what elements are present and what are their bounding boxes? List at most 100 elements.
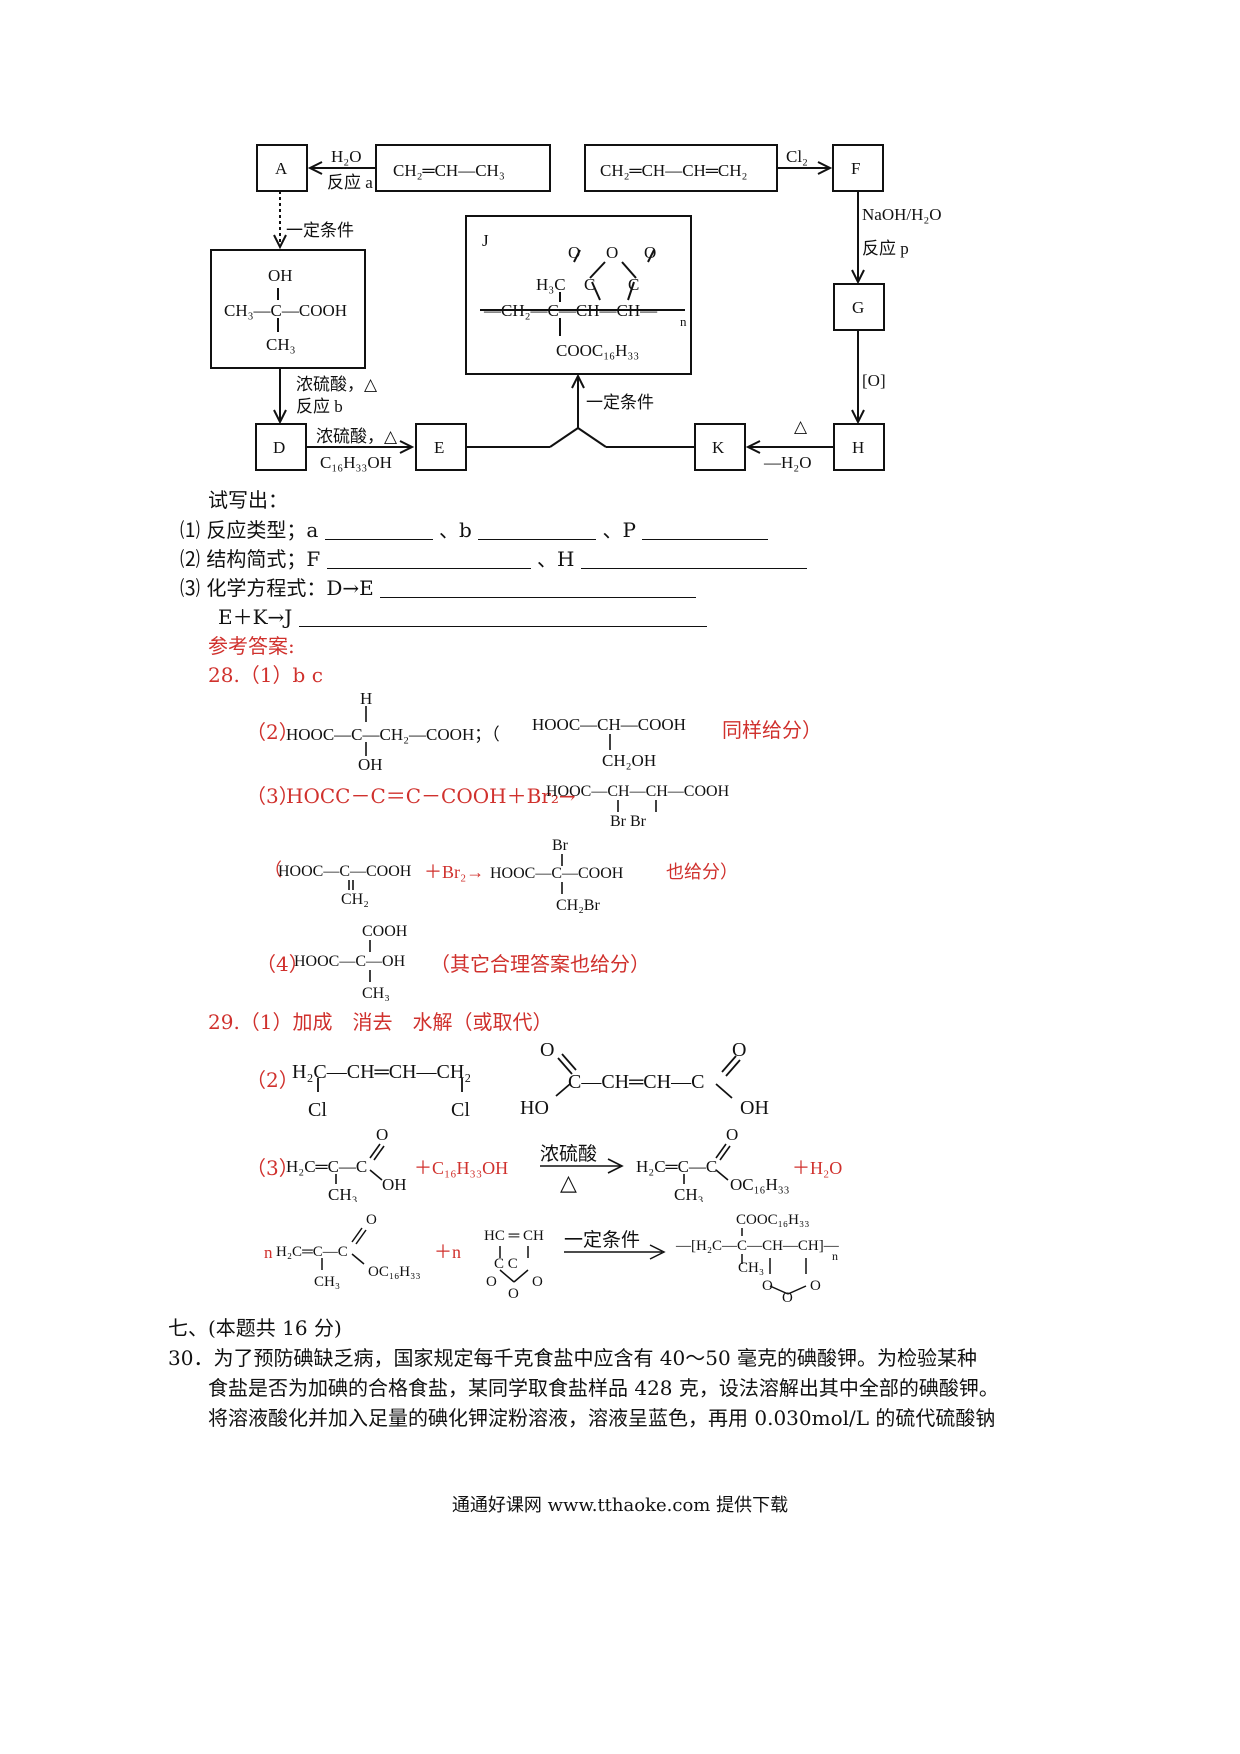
cl-right: Cl <box>451 1099 470 1121</box>
q30-line-3: 将溶液酸化并加入足量的碘化钾淀粉溶液，溶液呈蓝色，再用 0.030mol/L 的… <box>208 1406 996 1430</box>
q3b-label: E＋K→J <box>218 605 293 629</box>
polymer-condition: 一定条件 <box>564 1229 640 1251</box>
condition-2: 一定条件 <box>586 393 654 412</box>
answer-29-3-esterification: H₂C═C—C CH₃ O OH 浓硫酸 △ H₂C═C—C CH₃ O OC₁… <box>286 1125 842 1202</box>
cl-left: Cl <box>308 1099 327 1121</box>
malic-acid-formula: HOOC—C—CH₂—COOH；（ <box>286 725 500 744</box>
box-J <box>465 215 692 375</box>
h2o-reagent: H₂O <box>331 147 361 166</box>
ch3-group-ester: CH₃ <box>674 1185 704 1202</box>
j-c2: C <box>628 275 639 294</box>
answer-29-1: 29.（1）加成 消去 水解（或取代） <box>208 1010 553 1034</box>
label-D: D <box>273 438 285 457</box>
q2-line: ⑵ 结构简式；F 、H <box>180 549 807 569</box>
anhydride-o-right: O <box>532 1274 543 1290</box>
label-G: G <box>852 298 864 317</box>
reaction-p: 反应 p <box>862 239 909 258</box>
answer-28-4-note: （其它合理答案也给分） <box>430 952 650 976</box>
heat-label: △ <box>560 1170 577 1195</box>
polymer-o-mid: O <box>782 1290 793 1302</box>
butadiene-formula: CH₂═CH—CH═CH₂ <box>600 161 747 180</box>
hydroxy-acid: HOOC—C—OH <box>294 953 406 970</box>
j-o3: O <box>644 243 656 262</box>
h2so4-e: 浓硫酸，△ <box>316 427 398 446</box>
ch3-group: CH₃ <box>328 1185 358 1202</box>
alt-note: 也给分） <box>666 862 738 882</box>
answer-28-2-note: 同样给分） <box>722 718 822 742</box>
polymer-o-right: O <box>810 1278 821 1294</box>
page-footer: 通通好课网 www.tthaoke.com 提供下载 <box>451 1495 789 1516</box>
answer-29-2-structures: H₂C—CH═CH—CH₂ Cl Cl O C—CH═CH—C HO O OH <box>292 1039 769 1121</box>
plus-alcohol: ＋C₁₆H₃₃OH <box>414 1158 508 1178</box>
answer-28-4-label: （4） <box>256 952 309 976</box>
catalyst-label: 浓硫酸 <box>540 1143 597 1165</box>
c-oh: OH <box>268 266 293 285</box>
q3-label: ⑶ 化学方程式：D→E <box>180 576 374 600</box>
o-atom: O <box>376 1125 388 1144</box>
monomer-o: O <box>366 1212 377 1228</box>
answer-blank-de[interactable] <box>380 579 697 598</box>
answer-blank-f[interactable] <box>326 550 531 569</box>
br-top: Br <box>552 837 569 854</box>
monomer-ester: H₂C═C—C <box>276 1244 348 1260</box>
br-atoms: Br Br <box>610 813 647 830</box>
ch2-group: CH₂ <box>341 891 369 908</box>
maleic-anhydride: HC ═ CH <box>484 1228 544 1244</box>
monomer-oc16: OC₁₆H₃₃ <box>368 1264 421 1280</box>
c16-alcohol: C₁₆H₃₃OH <box>320 453 392 472</box>
anhydride-cc: C C <box>494 1256 518 1272</box>
section-7-title: 七、(本题共 16 分) <box>168 1316 342 1340</box>
answer-28-2-structures: H HOOC—C—CH₂—COOH；（ OH HOOC—CH—COOH CH₂O… <box>286 689 686 774</box>
j-chain: —CH₂—C—CH—CH— <box>483 301 658 320</box>
j-ester: COOC₁₆H₃₃ <box>556 341 639 360</box>
reaction-scheme: A CH₂═CH—CH₃ CH₂═CH—CH═CH₂ F H₂O 反应 a Cl… <box>210 144 942 472</box>
ch2oh-group: CH₂OH <box>602 751 656 770</box>
plus-water: ＋H₂O <box>792 1158 842 1178</box>
alt-structure: HOOC—CH—COOH <box>532 715 686 734</box>
ch2br-group: CH₂Br <box>556 897 600 914</box>
intro-text: 试写出： <box>208 488 288 512</box>
propene-formula: CH₂═CH—CH₃ <box>393 161 505 180</box>
answer-blank-h[interactable] <box>580 550 807 569</box>
q1-label: ⑴ 反应类型；a <box>180 518 319 542</box>
alt-plus-br2: ＋Br₂→ <box>424 862 484 882</box>
h2so4-b: 浓硫酸，△ <box>296 375 378 394</box>
methylene-malonic: HOOC—C—COOH <box>278 863 412 880</box>
label-J: J <box>482 231 489 250</box>
answer-29-2-label: （2） <box>246 1068 299 1092</box>
reaction-a: 反应 a <box>327 173 373 192</box>
f-structure: H₂C—CH═CH—CH₂ <box>292 1061 471 1083</box>
polymer-n: n <box>832 1249 838 1263</box>
o-atom-ester: O <box>726 1125 738 1144</box>
c-ch3: CH₃ <box>266 335 296 354</box>
answer-blank-a[interactable] <box>324 521 433 540</box>
q3-line: ⑶ 化学方程式：D→E <box>180 576 697 600</box>
label-H: H <box>852 438 864 457</box>
ch3-bottom: CH₃ <box>362 985 390 1002</box>
oh-group-right: OH <box>740 1097 769 1119</box>
anhydride-o-mid: O <box>508 1286 519 1302</box>
cooh-top: COOH <box>362 923 408 940</box>
answer-28-4-structure: COOH HOOC—C—OH CH₃ <box>294 923 408 1002</box>
q2-label: ⑵ 结构简式；F <box>180 547 321 571</box>
ho-group: HO <box>520 1097 549 1119</box>
reaction-b: 反应 b <box>296 397 343 416</box>
answer-blank-b[interactable] <box>478 521 597 540</box>
q2-h-label: 、H <box>536 547 575 571</box>
answer-blank-p[interactable] <box>642 521 769 540</box>
ester-product: H₂C═C—C <box>636 1157 717 1176</box>
j-o2: O <box>606 243 618 262</box>
j-o1: O <box>568 243 580 262</box>
j-c1: C <box>584 275 595 294</box>
box-C <box>210 249 366 369</box>
answer-29-3-polymerization: H₂C═C—C CH₃ O OC₁₆H₃₃ HC ═ CH C C O O O … <box>264 1212 840 1302</box>
alt-open-paren: （ <box>264 860 282 880</box>
j-h3c: H₃C <box>536 275 566 294</box>
plus-n: ＋n <box>434 1242 461 1262</box>
c-main: CH₃—C—COOH <box>224 301 347 320</box>
oh-group: OH <box>358 755 383 774</box>
coeff-n: n <box>264 1243 273 1262</box>
o-right: O <box>732 1039 746 1061</box>
naoh-reagent: NaOH/H₂O <box>862 205 942 224</box>
answer-blank-ekj[interactable] <box>298 608 707 627</box>
